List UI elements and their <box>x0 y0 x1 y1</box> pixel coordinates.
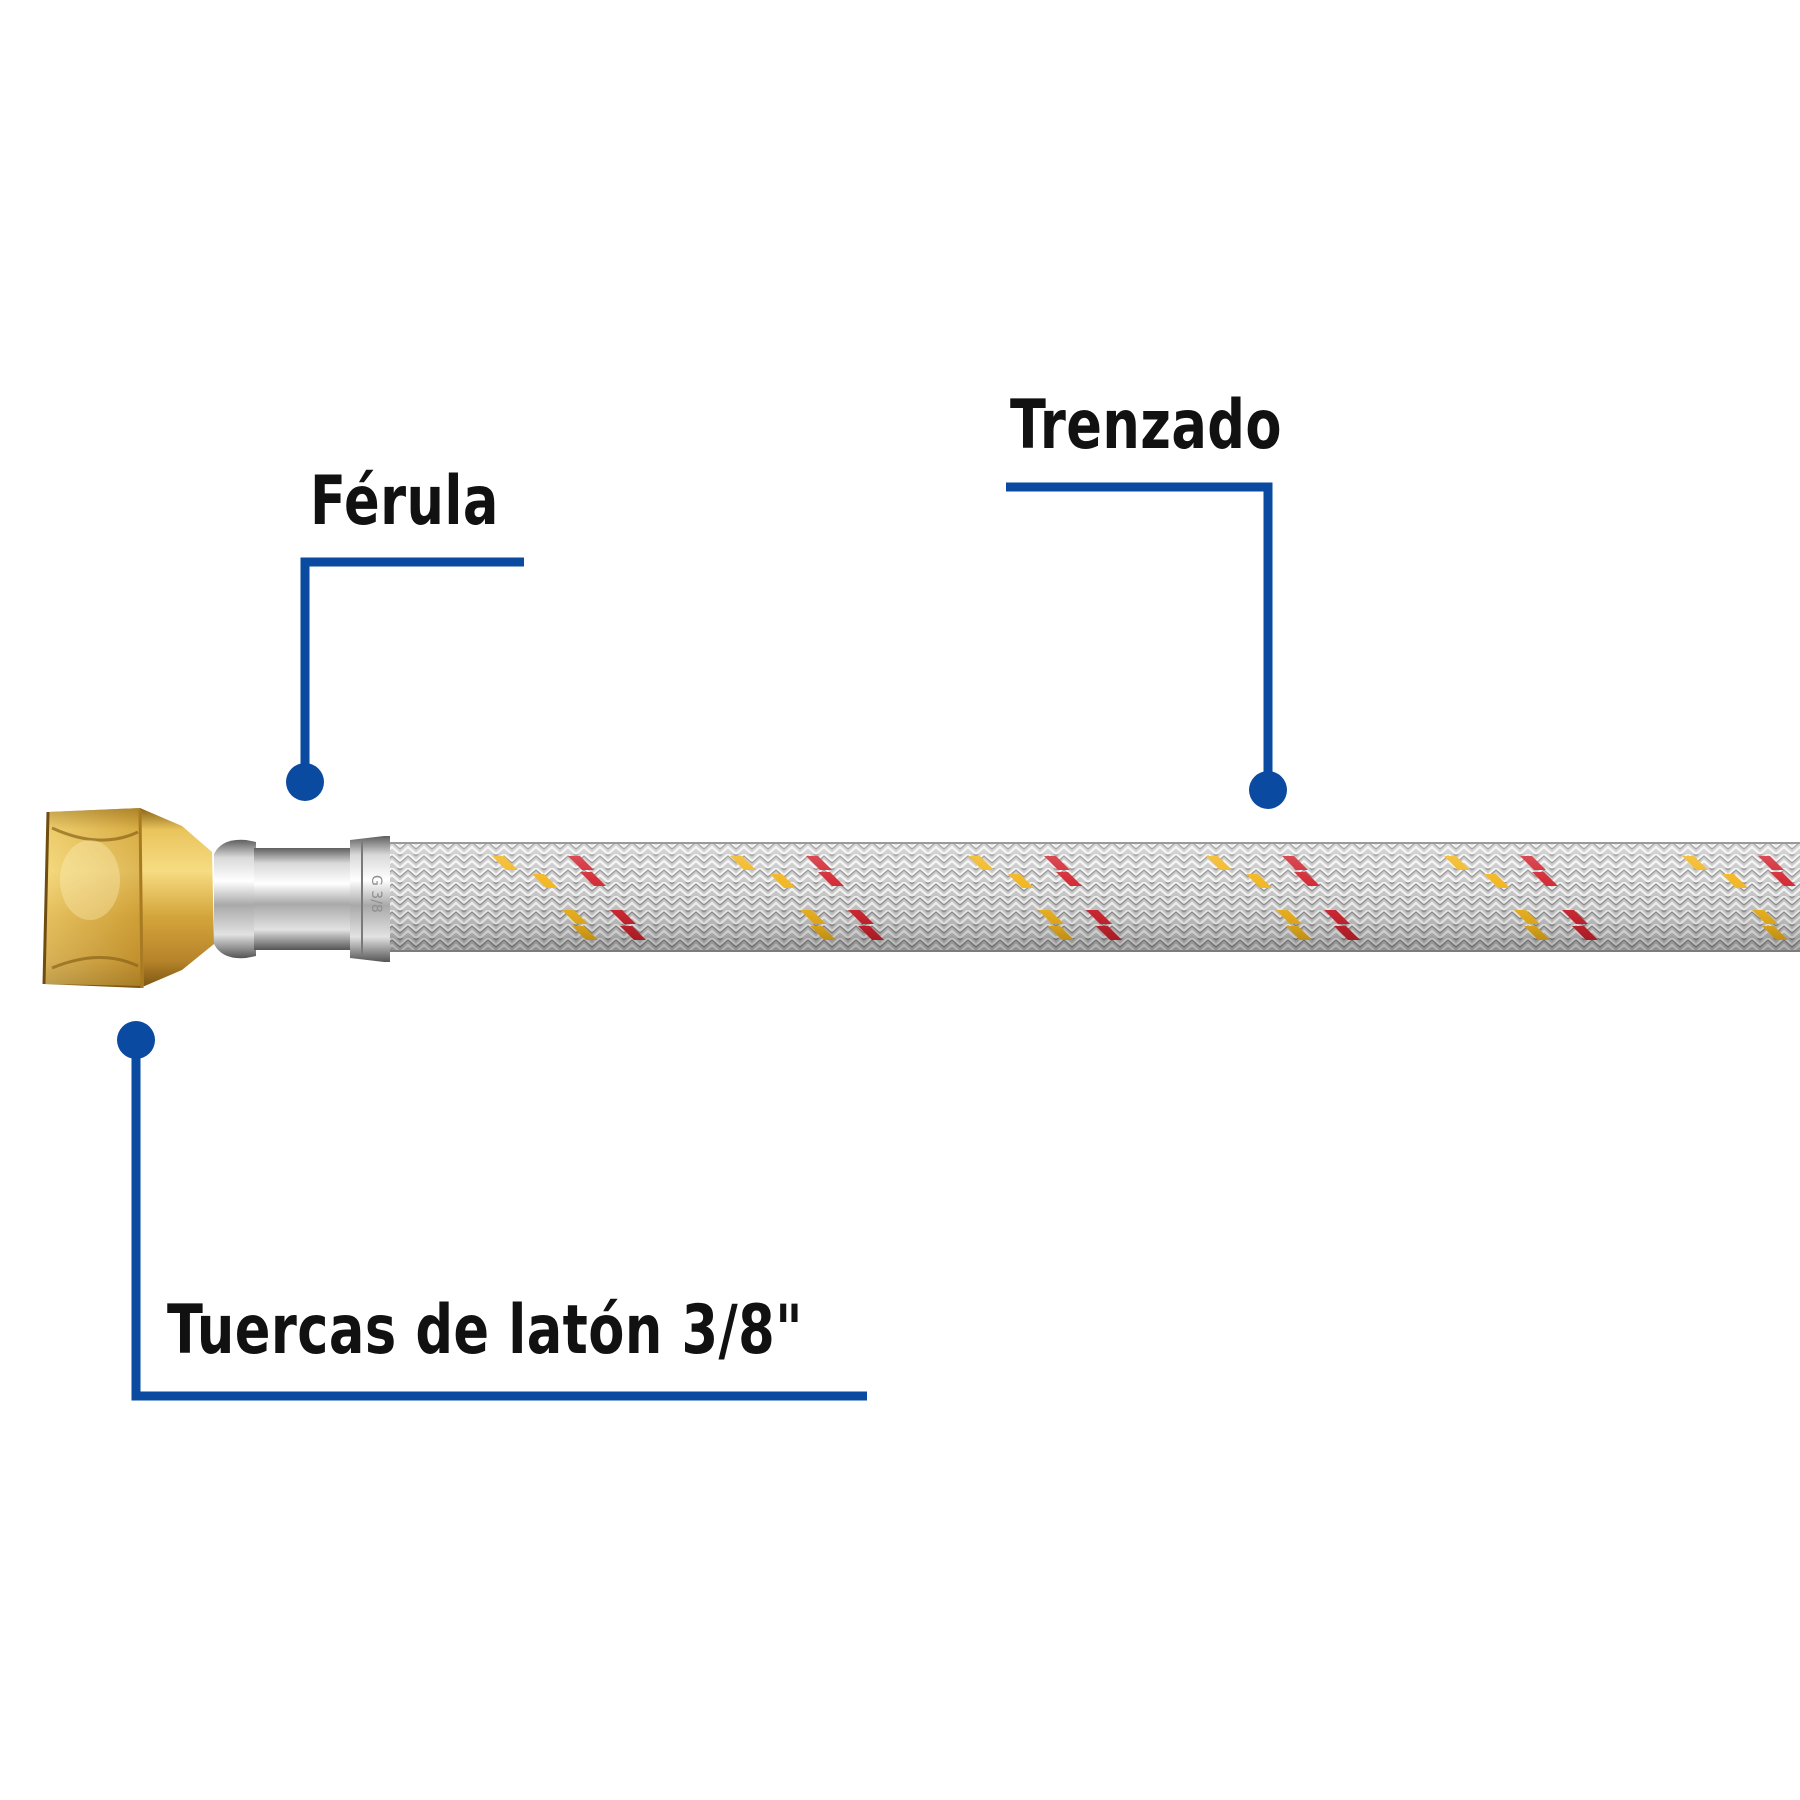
callout-trenzado-dot <box>1249 771 1287 809</box>
callout-trenzado-line <box>1006 482 1273 788</box>
callout-label-trenzado: Trenzado <box>1010 386 1282 465</box>
callout-ferula <box>286 557 524 801</box>
callout-ferula-line <box>300 557 524 780</box>
callout-ferula-dot <box>286 763 324 801</box>
callout-label-ferula: Férula <box>310 462 499 541</box>
ferrule-icon: G 3/8 <box>214 836 390 962</box>
svg-text:G 3/8: G 3/8 <box>368 875 384 913</box>
callout-tuercas-line <box>131 1040 867 1401</box>
brass-nut-icon <box>42 808 214 989</box>
braided-hose-icon <box>390 842 1800 952</box>
callout-trenzado <box>1006 482 1287 809</box>
callout-label-tuercas: Tuercas de latón 3/8" <box>167 1291 804 1370</box>
callout-tuercas <box>117 1021 867 1401</box>
